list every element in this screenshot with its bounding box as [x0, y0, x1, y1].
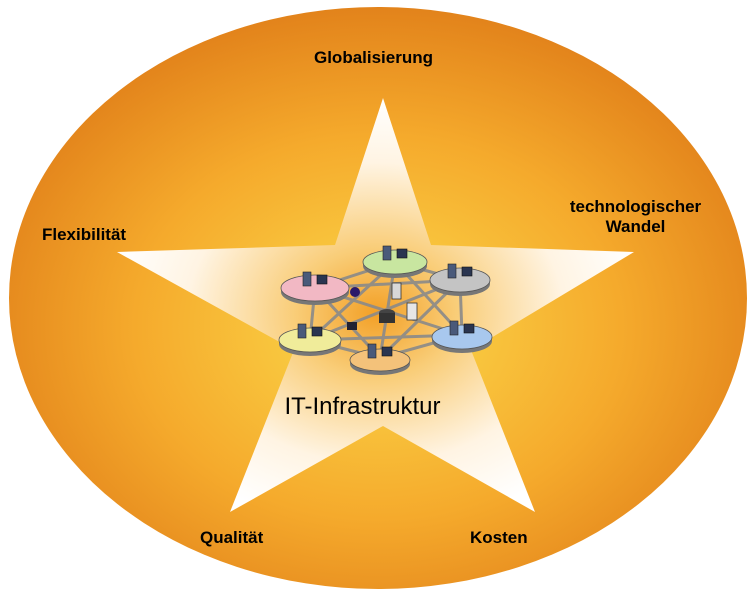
node-orange — [349, 343, 411, 375]
server-icon-2 — [406, 302, 418, 321]
node-green — [362, 245, 428, 278]
monitor-icon — [311, 326, 323, 337]
factor-right-label: technologischer Wandel — [569, 197, 702, 236]
center-label: IT-Infrastruktur — [284, 393, 441, 420]
factor-bottom-left-label: Qualität — [200, 528, 264, 547]
monitor-icon — [347, 322, 357, 330]
monitor-icon — [396, 248, 408, 259]
factor-left-label: Flexibilität — [42, 225, 127, 244]
computer-icon — [382, 245, 392, 261]
factor-top-label: Globalisierung — [313, 48, 434, 67]
node-yellow — [278, 323, 342, 356]
central-servers — [347, 282, 418, 330]
factor-bottom-right-label: Kosten — [470, 528, 528, 547]
network-nodes — [278, 245, 493, 375]
monitor-icon — [316, 274, 328, 285]
node-gray — [429, 263, 491, 296]
computer-icon — [367, 343, 377, 359]
node-pink — [280, 271, 350, 305]
database-body-icon — [379, 313, 395, 323]
computer-icon — [297, 323, 307, 339]
monitor-icon — [381, 346, 393, 357]
monitor-icon — [461, 266, 473, 277]
computer-icon — [302, 271, 312, 287]
monitor-icon — [463, 323, 475, 334]
server-icon — [391, 282, 402, 300]
star-shape — [117, 98, 634, 512]
computer-icon — [449, 320, 459, 336]
node-blue — [431, 320, 493, 353]
hub-icon — [350, 287, 360, 297]
computer-icon — [447, 263, 457, 279]
